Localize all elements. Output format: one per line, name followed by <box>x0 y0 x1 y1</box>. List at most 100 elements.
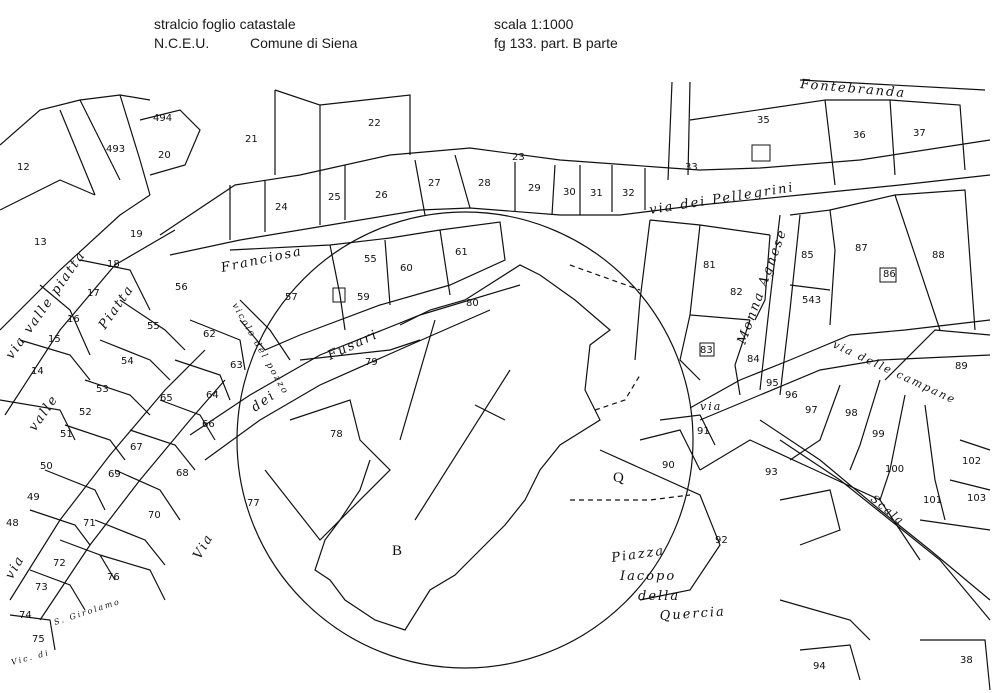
street-outlines <box>0 79 991 621</box>
svg-text:16: 16 <box>67 314 80 325</box>
svg-text:89: 89 <box>955 361 968 372</box>
svg-text:74: 74 <box>19 610 32 621</box>
svg-text:21: 21 <box>245 134 258 145</box>
svg-text:17: 17 <box>87 288 100 299</box>
svg-text:50: 50 <box>40 461 53 472</box>
street-valle: valle <box>26 392 62 434</box>
street-quercia: Quercia <box>659 604 726 624</box>
svg-text:56: 56 <box>175 282 188 293</box>
street-iacopo: Iacopo <box>619 569 676 584</box>
svg-text:95: 95 <box>766 378 779 389</box>
svg-text:38: 38 <box>960 655 973 666</box>
svg-text:12: 12 <box>17 162 30 173</box>
svg-text:22: 22 <box>368 118 381 129</box>
svg-text:103: 103 <box>967 493 986 504</box>
svg-text:24: 24 <box>275 202 288 213</box>
svg-text:66: 66 <box>202 419 215 430</box>
svg-text:55: 55 <box>147 321 160 332</box>
svg-text:52: 52 <box>79 407 92 418</box>
svg-text:65: 65 <box>160 393 173 404</box>
dashed-lines <box>569 264 691 501</box>
svg-text:54: 54 <box>121 356 134 367</box>
svg-text:96: 96 <box>785 390 798 401</box>
svg-text:61: 61 <box>455 247 468 258</box>
svg-text:94: 94 <box>813 661 826 672</box>
svg-text:73: 73 <box>35 582 48 593</box>
svg-text:15: 15 <box>48 334 61 345</box>
svg-text:72: 72 <box>53 558 66 569</box>
svg-text:53: 53 <box>96 384 109 395</box>
street-della: della <box>638 589 680 604</box>
svg-text:63: 63 <box>230 360 243 371</box>
street-delle-campane: via delle campane <box>831 338 959 407</box>
street-s-girolamo: S. Girolamo <box>53 597 122 627</box>
svg-text:91: 91 <box>697 426 710 437</box>
svg-text:100: 100 <box>885 464 904 475</box>
parcel-boundaries <box>0 89 991 691</box>
svg-text:90: 90 <box>662 460 675 471</box>
svg-text:35: 35 <box>757 115 770 126</box>
svg-text:494: 494 <box>153 113 172 124</box>
street-via-lower: Via <box>190 531 217 562</box>
svg-text:25: 25 <box>328 192 341 203</box>
svg-text:49: 49 <box>27 492 40 503</box>
svg-text:93: 93 <box>765 467 778 478</box>
parcel-b-label: B <box>392 543 402 559</box>
svg-text:64: 64 <box>206 390 219 401</box>
svg-text:57: 57 <box>285 292 298 303</box>
svg-text:55: 55 <box>364 254 377 265</box>
street-vicolo-pozzo: vicolo del pozzo <box>229 302 290 397</box>
svg-text:83: 83 <box>700 345 713 356</box>
street-fontebranda: Fontebranda <box>799 77 907 101</box>
svg-text:29: 29 <box>528 183 541 194</box>
svg-text:31: 31 <box>590 188 603 199</box>
svg-text:71: 71 <box>83 518 96 529</box>
svg-text:81: 81 <box>703 260 716 271</box>
svg-text:37: 37 <box>913 128 926 139</box>
svg-text:80: 80 <box>466 298 479 309</box>
street-via: via <box>700 400 722 413</box>
svg-text:59: 59 <box>357 292 370 303</box>
svg-text:69: 69 <box>108 469 121 480</box>
svg-text:67: 67 <box>130 442 143 453</box>
svg-text:84: 84 <box>747 354 760 365</box>
svg-text:92: 92 <box>715 535 728 546</box>
svg-text:76: 76 <box>107 572 120 583</box>
svg-text:18: 18 <box>107 259 120 270</box>
svg-text:98: 98 <box>845 408 858 419</box>
reference-circle <box>236 211 694 669</box>
svg-text:68: 68 <box>176 468 189 479</box>
svg-text:70: 70 <box>148 510 161 521</box>
svg-text:543: 543 <box>802 295 821 306</box>
duomo-block <box>314 264 611 631</box>
q-label: Q <box>613 470 624 486</box>
svg-text:28: 28 <box>478 178 491 189</box>
svg-text:88: 88 <box>932 250 945 261</box>
street-vic-di: Vic. di <box>10 648 50 667</box>
svg-text:75: 75 <box>32 634 45 645</box>
svg-text:102: 102 <box>962 456 981 467</box>
svg-text:23: 23 <box>512 152 525 163</box>
svg-text:14: 14 <box>31 366 44 377</box>
svg-text:51: 51 <box>60 429 73 440</box>
svg-text:60: 60 <box>400 263 413 274</box>
street-scala: Scala <box>868 492 907 528</box>
svg-text:99: 99 <box>872 429 885 440</box>
svg-text:48: 48 <box>6 518 19 529</box>
header-sheet: fg 133. part. B parte <box>494 35 618 51</box>
parcel-numbers: 494 493 20 21 22 12 13 19 18 17 16 15 14… <box>6 113 986 672</box>
svg-text:62: 62 <box>203 329 216 340</box>
svg-text:19: 19 <box>130 229 143 240</box>
street-valle-piatta: via valle piatta <box>3 248 89 362</box>
street-pellegrini: via dei Pellegrini <box>648 180 795 218</box>
svg-text:32: 32 <box>622 188 635 199</box>
header-ncue: N.C.E.U. <box>154 35 210 51</box>
svg-text:33: 33 <box>685 162 698 173</box>
svg-text:493: 493 <box>106 144 125 155</box>
svg-text:20: 20 <box>158 150 171 161</box>
svg-text:78: 78 <box>330 429 343 440</box>
svg-text:87: 87 <box>855 243 868 254</box>
svg-text:97: 97 <box>805 405 818 416</box>
svg-text:36: 36 <box>853 130 866 141</box>
svg-text:77: 77 <box>247 498 260 509</box>
